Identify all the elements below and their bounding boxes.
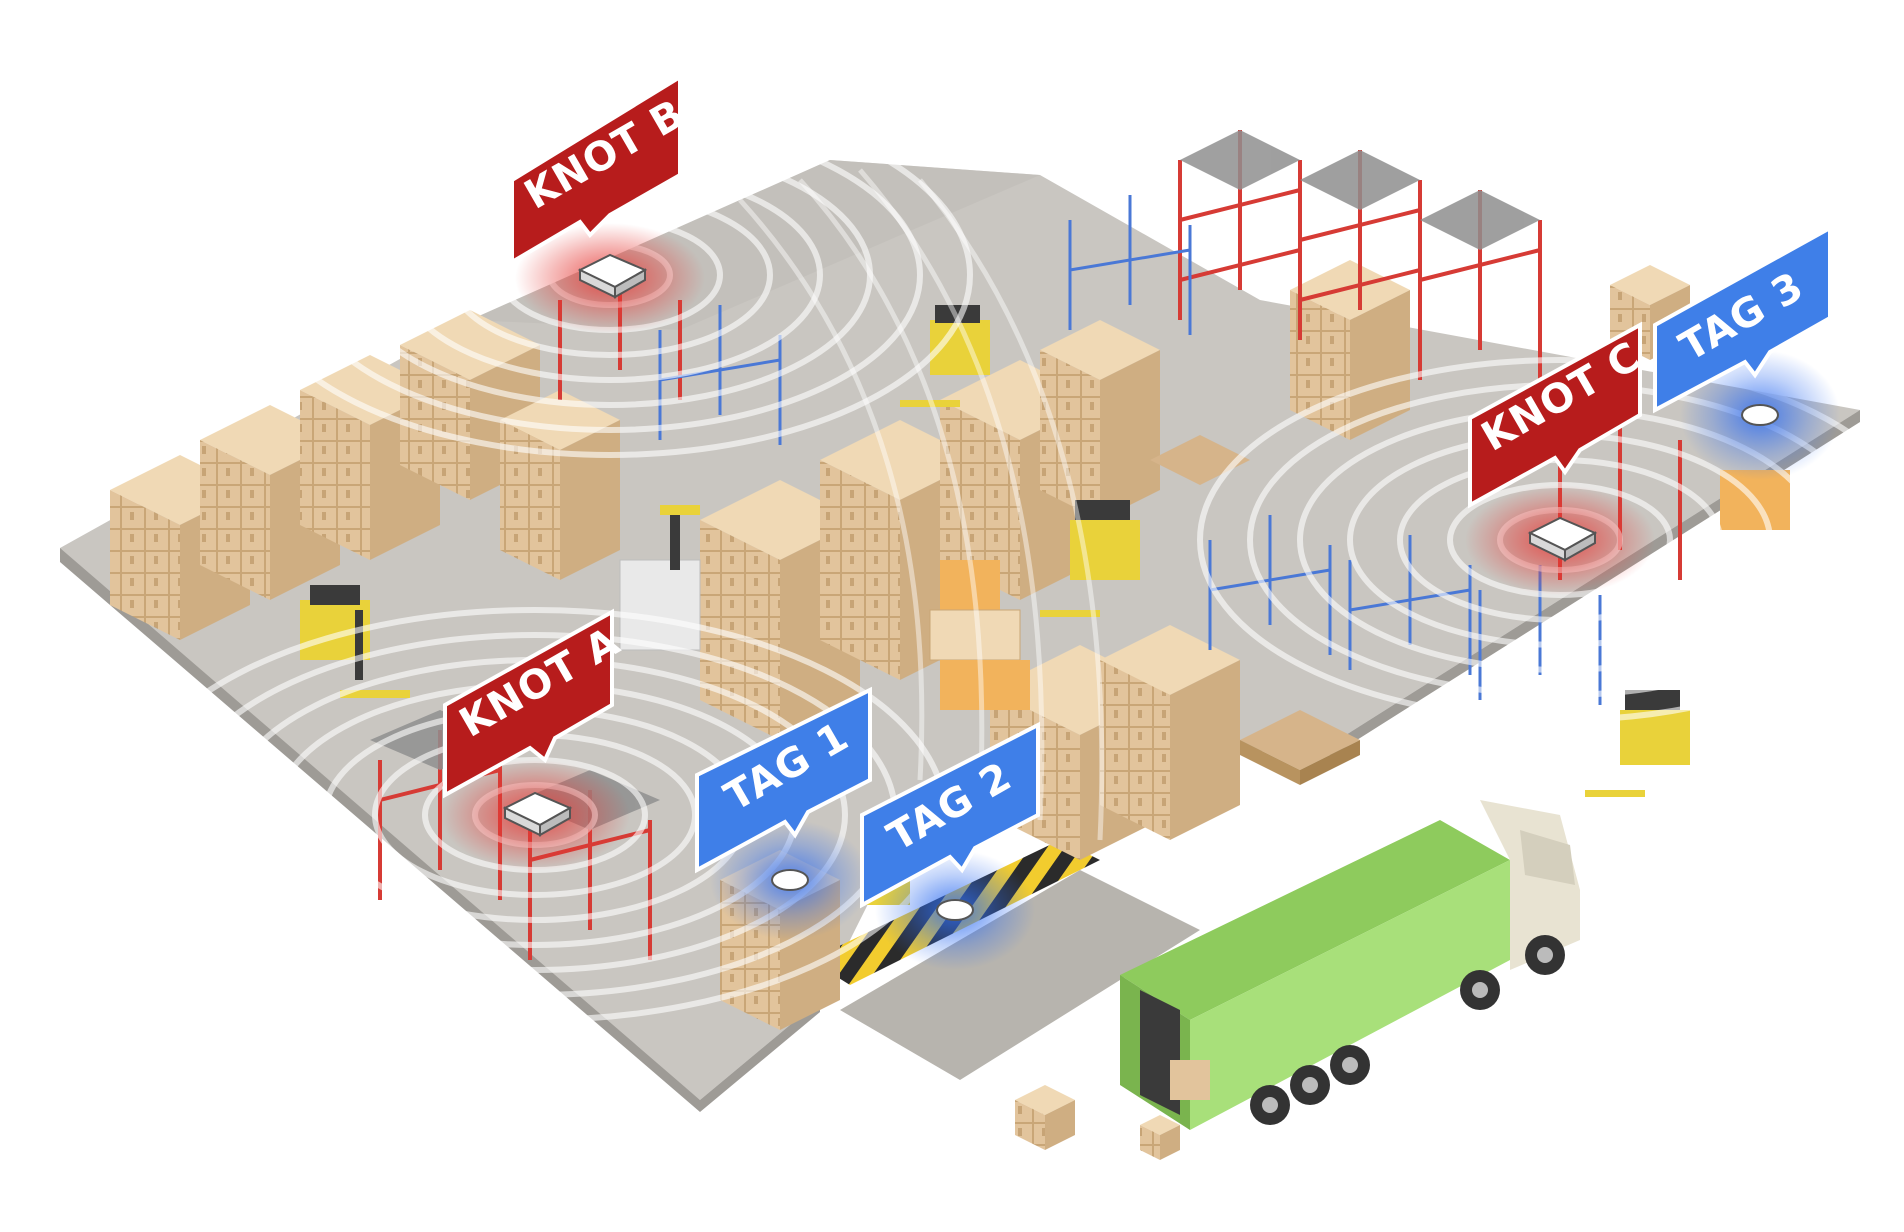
knot-beacon-icon [1527, 516, 1598, 562]
tag-beacon-icon [771, 869, 809, 891]
knot-beacon-icon [502, 791, 573, 837]
pallet-jack [619, 505, 701, 651]
forklift-icon [300, 585, 410, 698]
tag-beacon-icon [936, 899, 974, 921]
knot-beacon-icon [577, 253, 648, 299]
forklift-icon [1585, 690, 1690, 797]
pallet-box-stacks [110, 260, 1690, 1160]
signal-rings-center [738, 168, 1105, 841]
tag-beacon-icon [1741, 404, 1779, 426]
truck-icon [1120, 800, 1580, 1130]
forklift-icon [1040, 500, 1140, 617]
orange-boxes [929, 470, 1790, 710]
